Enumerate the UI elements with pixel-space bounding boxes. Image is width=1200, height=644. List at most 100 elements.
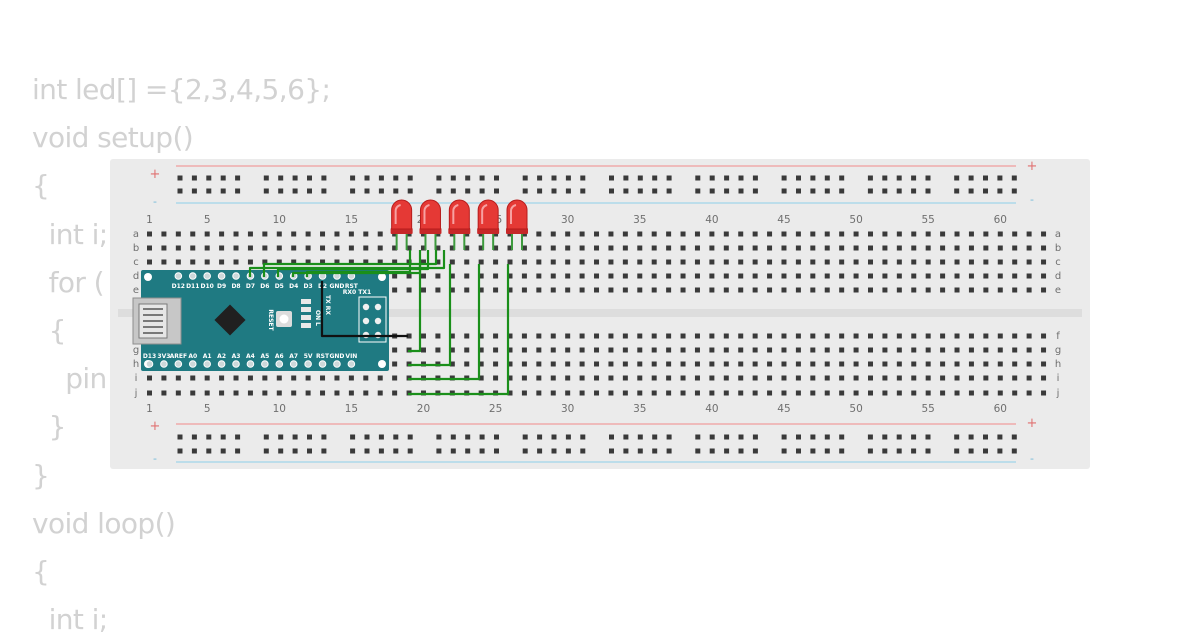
breadboard-hole — [882, 347, 888, 353]
breadboard-hole — [824, 434, 830, 440]
breadboard-hole — [220, 188, 226, 194]
breadboard-hole — [810, 231, 816, 237]
breadboard-hole — [709, 175, 715, 181]
breadboard-hole — [190, 259, 196, 265]
breadboard-hole — [219, 390, 225, 396]
breadboard-hole — [436, 175, 442, 181]
breadboard-hole — [724, 175, 730, 181]
breadboard-hole — [997, 245, 1003, 251]
breadboard-hole — [565, 175, 571, 181]
breadboard-hole — [493, 273, 499, 279]
breadboard-hole — [190, 245, 196, 251]
breadboard-hole — [377, 231, 383, 237]
breadboard-hole — [925, 175, 931, 181]
pin-label: A5 — [260, 353, 269, 360]
breadboard-hole — [968, 245, 974, 251]
breadboard-hole — [709, 245, 715, 251]
breadboard-hole — [911, 188, 917, 194]
breadboard-hole — [795, 245, 801, 251]
breadboard-hole — [622, 273, 628, 279]
column-number: 55 — [921, 214, 934, 226]
breadboard-hole — [536, 231, 542, 237]
column-number: 30 — [561, 214, 574, 226]
breadboard-hole — [291, 245, 297, 251]
breadboard-hole — [206, 175, 212, 181]
breadboard-hole — [882, 259, 888, 265]
breadboard-hole — [896, 245, 902, 251]
pin-label: D5 — [275, 283, 284, 290]
breadboard-hole — [666, 434, 672, 440]
breadboard-hole — [781, 188, 787, 194]
row-label: e — [1055, 285, 1061, 296]
breadboard-hole — [940, 361, 946, 367]
breadboard-hole — [364, 175, 370, 181]
breadboard-hole — [450, 188, 456, 194]
breadboard-hole — [1012, 287, 1018, 293]
breadboard-hole — [507, 259, 513, 265]
breadboard-hole — [263, 188, 269, 194]
breadboard-hole — [810, 175, 816, 181]
breadboard-hole — [305, 245, 311, 251]
breadboard-hole — [694, 347, 700, 353]
breadboard-hole — [363, 245, 369, 251]
breadboard-hole — [420, 273, 426, 279]
breadboard-hole — [637, 434, 643, 440]
breadboard-hole — [320, 375, 326, 381]
breadboard-hole — [191, 448, 197, 454]
breadboard-hole — [579, 259, 585, 265]
breadboard-hole — [449, 361, 455, 367]
breadboard-hole — [262, 245, 268, 251]
breadboard-hole — [608, 231, 614, 237]
breadboard-hole — [609, 434, 614, 440]
breadboard-hole — [1012, 347, 1018, 353]
breadboard-hole — [348, 245, 354, 251]
breadboard-hole — [1026, 333, 1032, 339]
breadboard-hole — [464, 273, 470, 279]
breadboard-hole — [464, 259, 470, 265]
breadboard-hole — [522, 175, 528, 181]
breadboard-hole — [954, 390, 960, 396]
breadboard-hole — [868, 231, 873, 237]
pin-label: GND — [329, 283, 344, 290]
code-line: } — [32, 458, 50, 492]
breadboard-hole — [521, 347, 527, 353]
led-highlight — [394, 204, 401, 224]
breadboard-hole — [550, 273, 556, 279]
breadboard-hole — [997, 333, 1003, 339]
breadboard-hole — [666, 245, 672, 251]
breadboard-hole — [767, 333, 773, 339]
breadboard-hole — [435, 245, 441, 251]
breadboard-hole — [364, 448, 370, 454]
breadboard-hole — [594, 333, 600, 339]
row-label: b — [133, 243, 139, 254]
breadboard-hole — [204, 259, 210, 265]
breadboard-hole — [161, 231, 167, 237]
breadboard-hole — [896, 188, 902, 194]
breadboard-hole — [781, 245, 787, 251]
led — [419, 199, 442, 250]
breadboard-hole — [465, 175, 471, 181]
breadboard-hole — [666, 175, 672, 181]
pin-label: A0 — [188, 353, 197, 360]
breadboard-hole — [896, 361, 902, 367]
breadboard-hole — [393, 175, 399, 181]
row-label: d — [133, 271, 139, 282]
breadboard-hole — [983, 188, 988, 194]
rail-plus-label: + — [150, 419, 161, 434]
breadboard-hole — [623, 175, 629, 181]
breadboard-hole — [348, 375, 354, 381]
breadboard-hole — [810, 347, 816, 353]
breadboard-hole — [752, 273, 758, 279]
breadboard-hole — [622, 333, 628, 339]
breadboard-hole — [810, 287, 816, 293]
breadboard-hole — [997, 375, 1003, 381]
breadboard-hole — [550, 259, 556, 265]
breadboard-hole — [810, 333, 816, 339]
wire-ground-1 — [408, 264, 422, 353]
breadboard-hole — [896, 375, 902, 381]
breadboard-hole — [652, 448, 658, 454]
breadboard-hole — [263, 175, 269, 181]
header-pin — [289, 360, 298, 368]
breadboard-hole — [882, 231, 888, 237]
breadboard-hole — [392, 259, 398, 265]
